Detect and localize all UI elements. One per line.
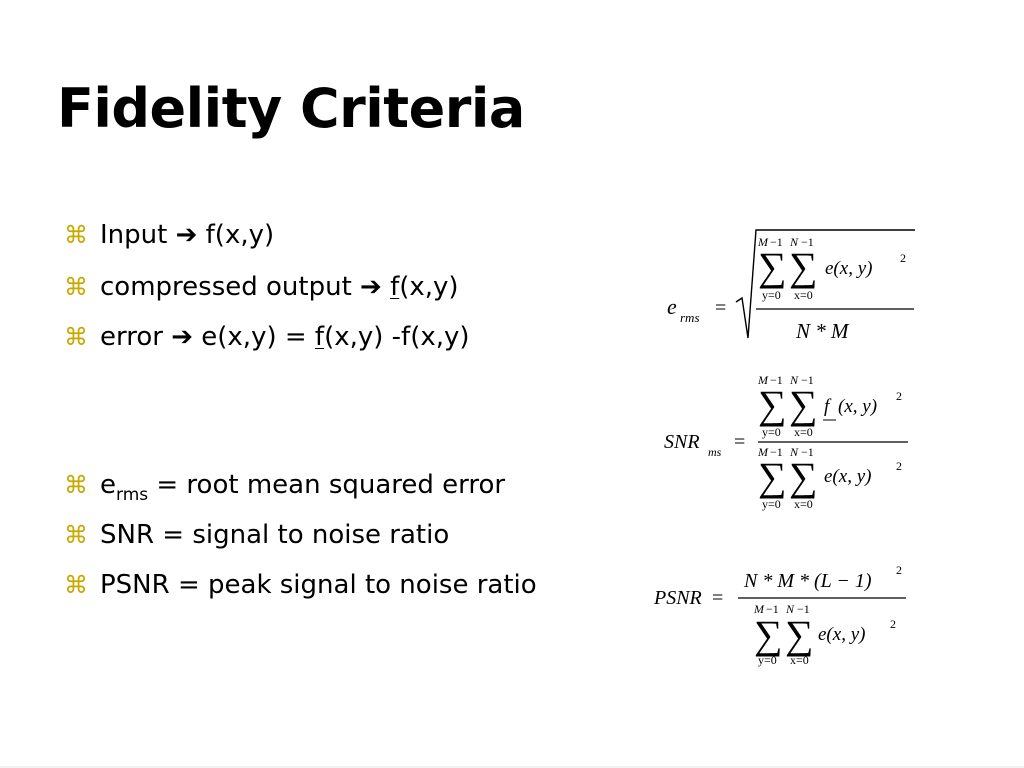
svg-text:x=0: x=0 [790, 653, 809, 667]
svg-text:SNR: SNR [664, 431, 700, 453]
svg-text:2: 2 [896, 459, 902, 473]
bullet-compressed-output: ⌘compressed output ➔ f(x,y) [64, 272, 459, 302]
sum-symbol: ∑ [789, 382, 818, 427]
svg-text:x=0: x=0 [794, 288, 813, 302]
svg-text:N * M: N * M [795, 319, 850, 343]
svg-text:y=0: y=0 [762, 425, 781, 439]
svg-text:N * M * (L − 1): N * M * (L − 1) [743, 570, 872, 592]
svg-text:−1: −1 [801, 445, 814, 459]
sum-symbol: ∑ [758, 382, 787, 427]
svg-text:x=0: x=0 [794, 497, 813, 511]
svg-text:2: 2 [896, 389, 902, 403]
bullet-error: ⌘error ➔ e(x,y) = f(x,y) -f(x,y) [64, 322, 470, 352]
psnr-equation: PSNR = N * M * (L − 1) 2 M −1 N −1 ∑ ∑ y… [653, 563, 906, 667]
slide-title: Fidelity Criteria [57, 77, 525, 140]
svg-text:e: e [667, 294, 677, 319]
svg-text:y=0: y=0 [762, 288, 781, 302]
svg-text:y=0: y=0 [758, 653, 777, 667]
sum-symbol: ∑ [789, 454, 818, 499]
bullet-mark-icon: ⌘ [64, 323, 88, 351]
bullet-mark-icon: ⌘ [64, 221, 88, 249]
sum-symbol: ∑ [789, 244, 818, 289]
svg-text:2: 2 [896, 563, 902, 577]
sum-symbol: ∑ [758, 454, 787, 499]
svg-text:N: N [789, 373, 799, 387]
svg-text:y=0: y=0 [762, 497, 781, 511]
svg-text:=: = [712, 587, 723, 609]
svg-text:=: = [715, 297, 726, 319]
svg-text:x=0: x=0 [794, 425, 813, 439]
svg-text:−1: −1 [770, 235, 783, 249]
svg-text:M: M [757, 235, 769, 249]
svg-text:e(x, y): e(x, y) [818, 624, 865, 645]
arrow-icon: ➔ [360, 272, 382, 302]
svg-text:−1: −1 [770, 445, 783, 459]
svg-text:−1: −1 [797, 602, 810, 616]
svg-text:(x, y): (x, y) [838, 396, 877, 417]
arrow-icon: ➔ [171, 322, 194, 352]
svg-text:−1: −1 [770, 373, 783, 387]
svg-text:2: 2 [890, 617, 896, 631]
bullet-erms: ⌘erms = root mean squared error [64, 470, 506, 505]
svg-text:=: = [734, 431, 745, 453]
svg-text:PSNR: PSNR [653, 587, 702, 609]
bullet-mark-icon: ⌘ [64, 273, 88, 301]
erms-equation: e rms = M −1 N −1 ∑ ∑ y=0 x=0 e(x, y) 2 … [667, 229, 915, 343]
svg-text:f: f [824, 396, 832, 417]
snr-equation: SNR ms = M −1 N −1 ∑ ∑ y=0 x=0 f (x, y) … [664, 373, 908, 511]
sqrt-sign [735, 229, 915, 339]
sum-symbol: ∑ [785, 612, 814, 657]
svg-text:N: N [789, 445, 799, 459]
bullet-mark-icon: ⌘ [64, 521, 88, 549]
svg-text:rms: rms [680, 310, 700, 325]
svg-text:M: M [757, 373, 769, 387]
footer-divider [0, 766, 1024, 768]
svg-text:2: 2 [900, 251, 906, 265]
sum-symbol: ∑ [754, 612, 783, 657]
svg-text:e(x, y): e(x, y) [824, 466, 871, 487]
sum-symbol: ∑ [758, 244, 787, 289]
svg-text:−1: −1 [801, 235, 814, 249]
bullet-psnr: ⌘PSNR = peak signal to noise ratio [64, 570, 537, 600]
bullet-input: ⌘Input ➔ f(x,y) [64, 220, 275, 250]
bullet-snr: ⌘SNR = signal to noise ratio [64, 520, 450, 550]
arrow-icon: ➔ [175, 220, 198, 250]
svg-text:−1: −1 [766, 602, 779, 616]
bullet-mark-icon: ⌘ [64, 471, 88, 499]
svg-text:M: M [757, 445, 769, 459]
bullet-mark-icon: ⌘ [64, 571, 88, 599]
svg-text:ms: ms [708, 445, 722, 459]
svg-text:−1: −1 [801, 373, 814, 387]
svg-text:M: M [753, 602, 765, 616]
svg-text:N: N [789, 235, 799, 249]
svg-text:e(x, y): e(x, y) [825, 258, 872, 279]
svg-text:N: N [785, 602, 795, 616]
